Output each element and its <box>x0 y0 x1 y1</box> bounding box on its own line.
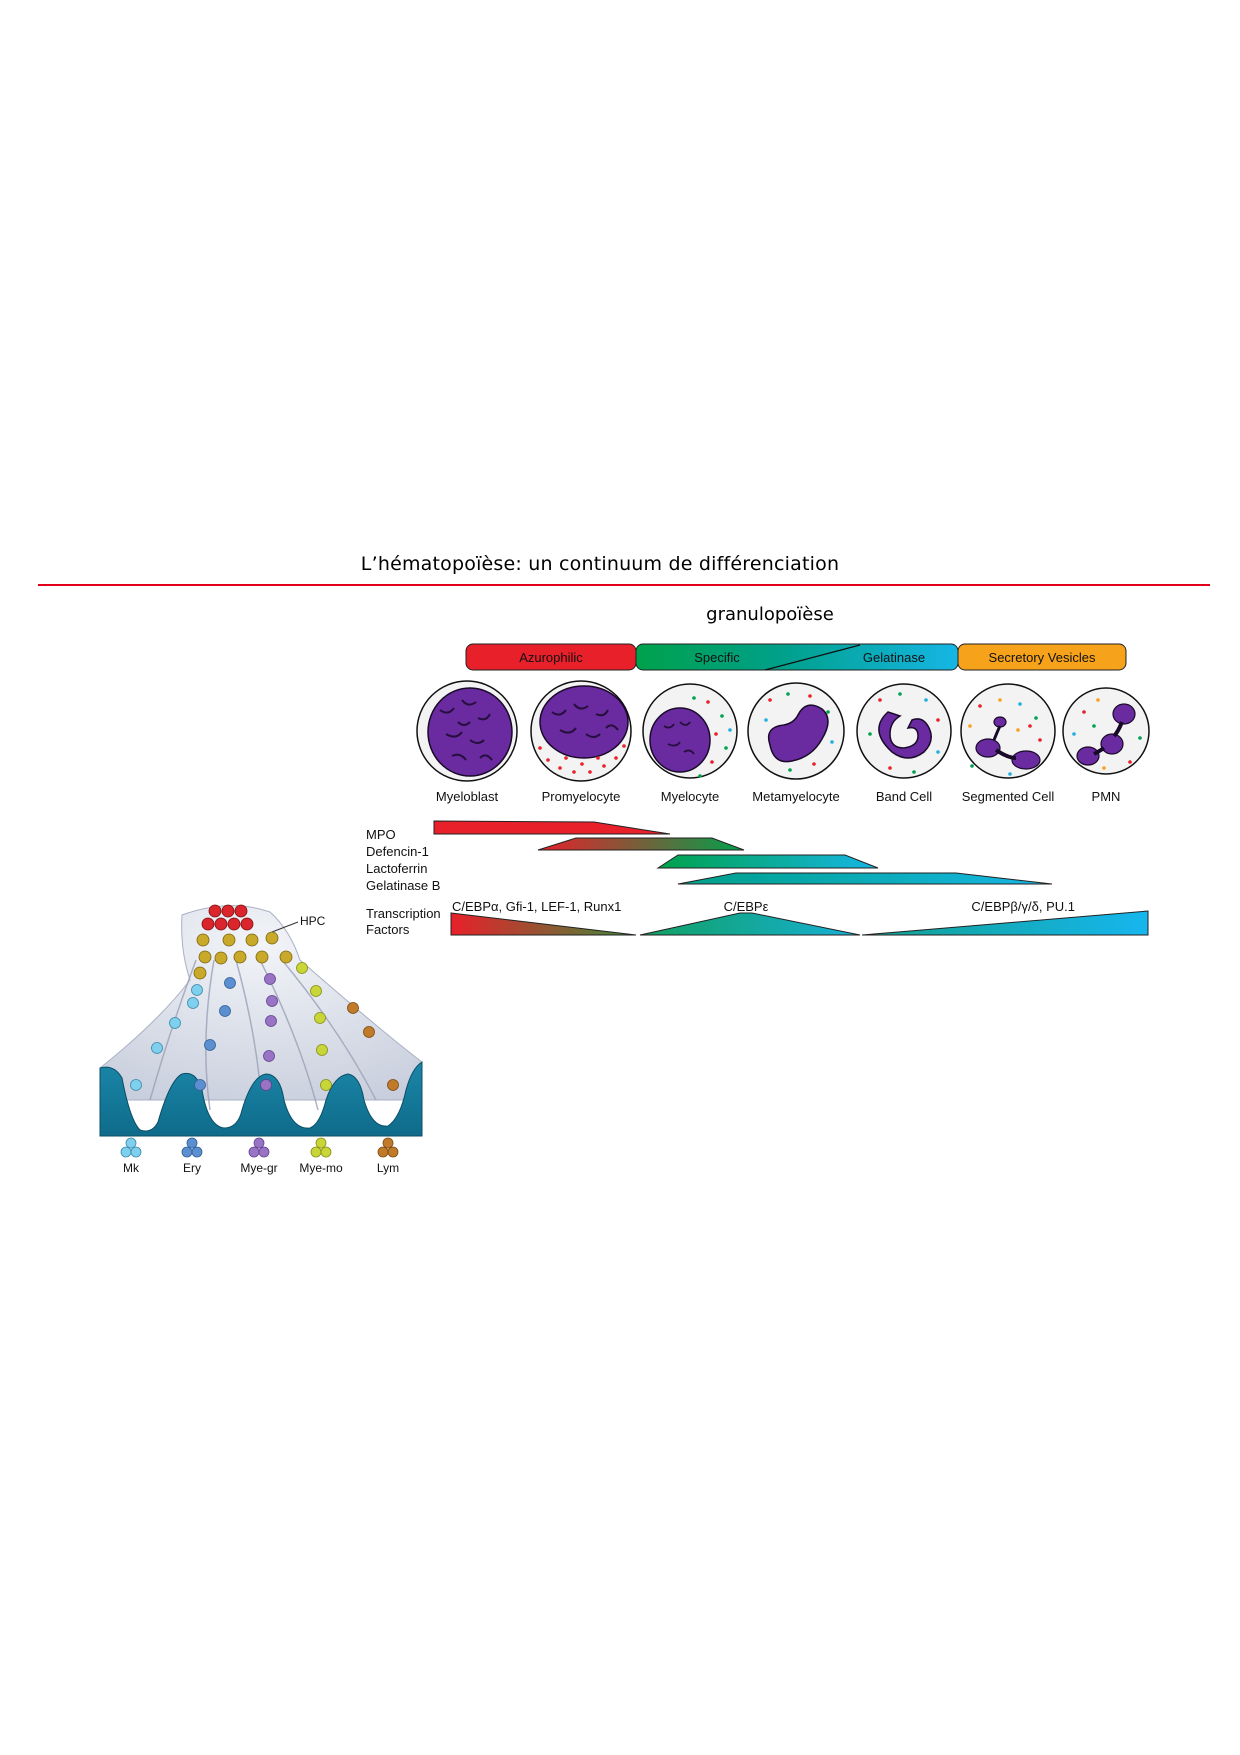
phase-secretory-box <box>957 643 1127 671</box>
tf-wedge-group1 <box>450 912 637 936</box>
cell-myelocyte <box>642 683 738 779</box>
tf-group1-label: C/EBPα, Gfi-1, LEF-1, Runx1 <box>452 899 621 914</box>
tf-group3-label: C/EBPβ/γ/δ, PU.1 <box>971 899 1075 914</box>
cell-segmented <box>960 683 1056 779</box>
mye-mo-stream <box>296 962 332 1091</box>
legend-mye-gr <box>248 1137 270 1158</box>
legend-mye-mo <box>310 1137 332 1158</box>
hpc-cells <box>201 904 254 931</box>
title-divider <box>38 584 1210 586</box>
cell-label-myeloblast: Myeloblast <box>436 789 499 804</box>
legend-ery <box>181 1137 203 1158</box>
protein-expression: MPO Defencin-1 Lactoferrin Gelatinase B <box>366 820 1053 893</box>
progenitor-cells <box>193 931 293 980</box>
mk-stream <box>130 984 203 1091</box>
hpc-label: HPC <box>300 914 326 928</box>
nucleus-promyelocyte <box>539 685 629 759</box>
hpc-pointer <box>271 921 299 933</box>
tf-group2-label: C/EBPε <box>724 899 769 914</box>
legend-mk <box>120 1137 142 1158</box>
wedge-defencin-1 <box>537 837 745 851</box>
phase-label-azurophilic: Azurophilic <box>519 650 583 665</box>
legend-label-mk: Mk <box>123 1161 140 1175</box>
phase-label-gelatinase: Gelatinase <box>863 650 925 665</box>
wedge-mpo <box>433 820 671 835</box>
cell-pmn <box>1062 687 1150 775</box>
tf-label-line1: Transcription <box>366 906 441 921</box>
mye-gr-stream <box>260 973 278 1091</box>
legend-lym <box>377 1137 399 1158</box>
page-title: L’hématopoïèse: un continuum de différen… <box>360 553 840 575</box>
cell-row: Myeloblast Promyelocyte Myelocyte Metamy… <box>416 680 1150 804</box>
transcription-factors: Transcription Factors C/EBPα, Gfi-1, LEF… <box>366 899 1149 937</box>
cell-myeloblast <box>416 680 518 782</box>
cell-label-pmn: PMN <box>1092 789 1121 804</box>
tf-label-line2: Factors <box>366 922 410 937</box>
diagram-subtitle: granulopoïèse <box>706 604 834 625</box>
lym-stream <box>347 1002 399 1091</box>
tf-wedge-group2 <box>639 912 861 936</box>
cell-promyelocyte <box>530 680 632 782</box>
cell-metamyelocyte <box>747 682 845 780</box>
cell-label-band-cell: Band Cell <box>876 789 932 804</box>
nucleus-myelocyte <box>649 707 711 773</box>
protein-label-gelatinase-b: Gelatinase B <box>366 878 440 893</box>
legend-label-mye-gr: Mye-gr <box>240 1161 277 1175</box>
cell-label-promyelocyte: Promyelocyte <box>542 789 621 804</box>
nucleus-pmn <box>1076 703 1136 766</box>
nucleus-myeloblast <box>427 687 513 777</box>
cell-label-myelocyte: Myelocyte <box>661 789 720 804</box>
legend-label-lym: Lym <box>377 1161 399 1175</box>
landscape-base <box>99 1061 423 1137</box>
phase-label-specific: Specific <box>694 650 740 665</box>
cell-label-segmented-cell: Segmented Cell <box>962 789 1055 804</box>
protein-label-lactoferrin: Lactoferrin <box>366 861 427 876</box>
nucleus-metamyelocyte <box>767 704 829 763</box>
granule-phase-bar: Azurophilic Specific Gelatinase Secretor… <box>465 643 1127 671</box>
ery-stream <box>194 977 236 1091</box>
cell-band <box>856 683 952 779</box>
protein-label-defencin-1: Defencin-1 <box>366 844 429 859</box>
nucleus-band <box>878 711 932 759</box>
wedge-lactoferrin <box>656 854 879 869</box>
nucleus-segmented <box>975 716 1041 770</box>
cell-label-metamyelocyte: Metamyelocyte <box>752 789 839 804</box>
legend-label-ery: Ery <box>183 1161 201 1175</box>
wedge-gelatinase-b <box>677 872 1053 885</box>
lineage-legend: Mk Ery Mye-gr Mye-mo Lym <box>120 1137 399 1175</box>
tf-wedge-group3 <box>861 910 1149 936</box>
phase-divider-line <box>764 644 861 671</box>
protein-label-mpo: MPO <box>366 827 396 842</box>
legend-label-mye-mo: Mye-mo <box>299 1161 343 1175</box>
phase-label-secretory-vesicles: Secretory Vesicles <box>989 650 1096 665</box>
lineage-landscape: HPC <box>99 904 423 1175</box>
